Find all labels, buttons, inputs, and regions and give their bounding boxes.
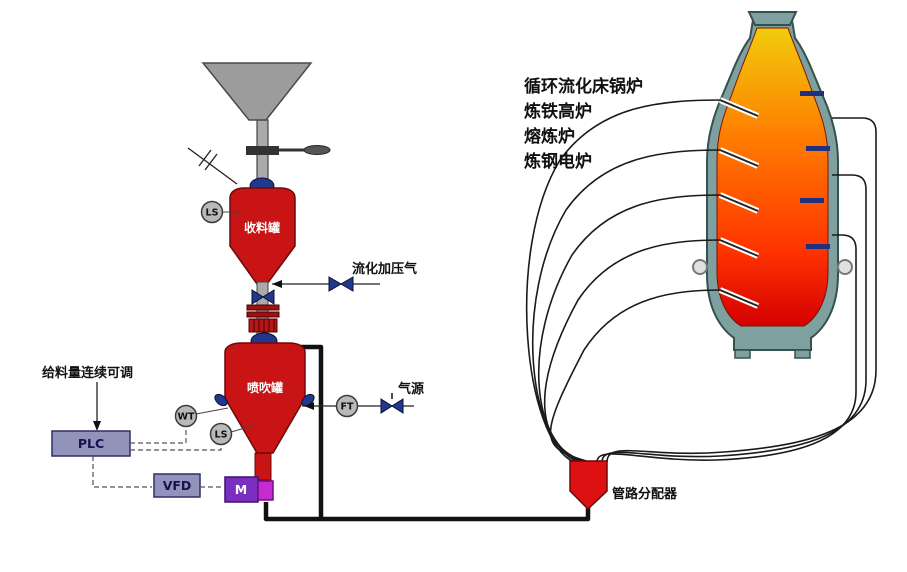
pipeline-distributor <box>569 460 608 511</box>
signal-line-plc-ls <box>130 446 222 451</box>
fluidizing-nozzle-icon <box>214 393 228 407</box>
distributor-group: 管路分配器 <box>569 460 678 511</box>
distributor-label: 管路分配器 <box>612 486 678 502</box>
plc-label: PLC <box>78 436 104 451</box>
lance-icon <box>719 194 759 212</box>
flange-plate <box>246 304 280 311</box>
vfd-label: VFD <box>163 478 192 493</box>
tuyere-icon <box>800 198 824 203</box>
level-switch-top-label: LS <box>206 207 219 218</box>
receiving-tank-vessel <box>229 187 296 285</box>
level-switch-top <box>200 200 224 224</box>
conveying-pipe <box>525 99 725 463</box>
feed-note-label: 给料量连续可调 <box>42 365 133 381</box>
conveying-pipe <box>601 174 867 463</box>
application-list: 循环流化床锅炉 炼铁高炉 熔炼炉 炼钢电炉 <box>524 76 643 172</box>
signal-line-plc-wt <box>130 428 187 444</box>
sensor-leader <box>195 407 229 415</box>
flow-transmitter-label: FT <box>341 401 354 412</box>
lance-icon <box>719 149 759 167</box>
conveying-pipe <box>606 117 877 463</box>
control-system: 给料量连续可调 PLC VFD M <box>42 365 274 503</box>
feed-hopper <box>187 62 331 191</box>
conveying-pipe <box>531 149 725 463</box>
lance-icon <box>719 289 759 307</box>
injection-tank-group: 喷吹罐 WT LS FT 气源 <box>174 332 424 481</box>
conveying-pipe <box>537 194 725 463</box>
injection-tank-vessel <box>224 342 306 454</box>
application-item: 炼铁高炉 <box>524 101 592 122</box>
vfd-box <box>153 473 201 498</box>
inlet-valve-body <box>246 146 279 155</box>
expansion-bellows <box>248 318 278 333</box>
rotary-feeder <box>257 480 274 501</box>
weight-transmitter <box>174 404 198 428</box>
inter-vessel-valve-upper <box>251 289 275 305</box>
outlet-spool <box>254 452 272 481</box>
conveying-pipe <box>549 289 725 463</box>
fluidizing-gas-valve <box>328 276 354 292</box>
tuyere-icon <box>806 146 830 151</box>
injection-tank-label: 喷吹罐 <box>247 380 283 395</box>
flange-tick-icon <box>204 153 218 171</box>
lance-icon <box>719 99 759 117</box>
flow-arrow-icon <box>304 402 314 410</box>
discharge-pipe <box>263 502 591 522</box>
receiving-tank-label: 收料罐 <box>244 220 280 235</box>
furnace-foot-left <box>734 349 751 359</box>
level-switch-bottom <box>209 422 233 446</box>
fluidizing-gas-label: 流化加压气 <box>352 261 417 277</box>
furnace <box>692 11 853 359</box>
furnace-trunnion-left <box>692 259 708 275</box>
flange-plate <box>246 311 280 318</box>
flow-arrow-icon <box>272 280 282 288</box>
furnace-foot-right <box>794 349 811 359</box>
vent-line <box>187 147 238 185</box>
tuyere-icon <box>806 244 830 249</box>
hopper-funnel <box>201 62 313 121</box>
level-switch-bottom-label: LS <box>215 429 228 440</box>
motor-box <box>224 476 259 503</box>
lance-icon <box>719 239 759 257</box>
furnace-trunnion-right <box>837 259 853 275</box>
discharge-piping <box>263 344 591 522</box>
injection-lances <box>718 91 830 309</box>
furnace-top-cap <box>747 11 798 26</box>
signal-line-plc-vfd <box>92 456 152 488</box>
weight-transmitter-label: WT <box>178 411 195 422</box>
handwheel-icon <box>303 145 331 155</box>
application-item: 炼钢电炉 <box>524 151 592 172</box>
motor-label: M <box>235 482 247 497</box>
gas-source-valve <box>380 393 404 414</box>
gas-source-label: 气源 <box>398 381 424 397</box>
conveying-pipes <box>525 99 877 463</box>
receiving-tank-group: 收料罐 LS 流化加压气 <box>200 177 417 292</box>
flow-transmitter <box>335 394 359 418</box>
pressurizing-pipe <box>298 344 324 519</box>
conveying-pipe <box>596 234 857 463</box>
application-item: 循环流化床锅炉 <box>524 76 643 97</box>
conveying-pipe <box>543 239 725 463</box>
application-item: 熔炼炉 <box>524 126 575 147</box>
tuyere-icon <box>800 91 824 96</box>
sensor-leader <box>230 425 253 433</box>
arrow-down-icon <box>93 421 101 431</box>
flange-tick-icon <box>198 149 212 167</box>
